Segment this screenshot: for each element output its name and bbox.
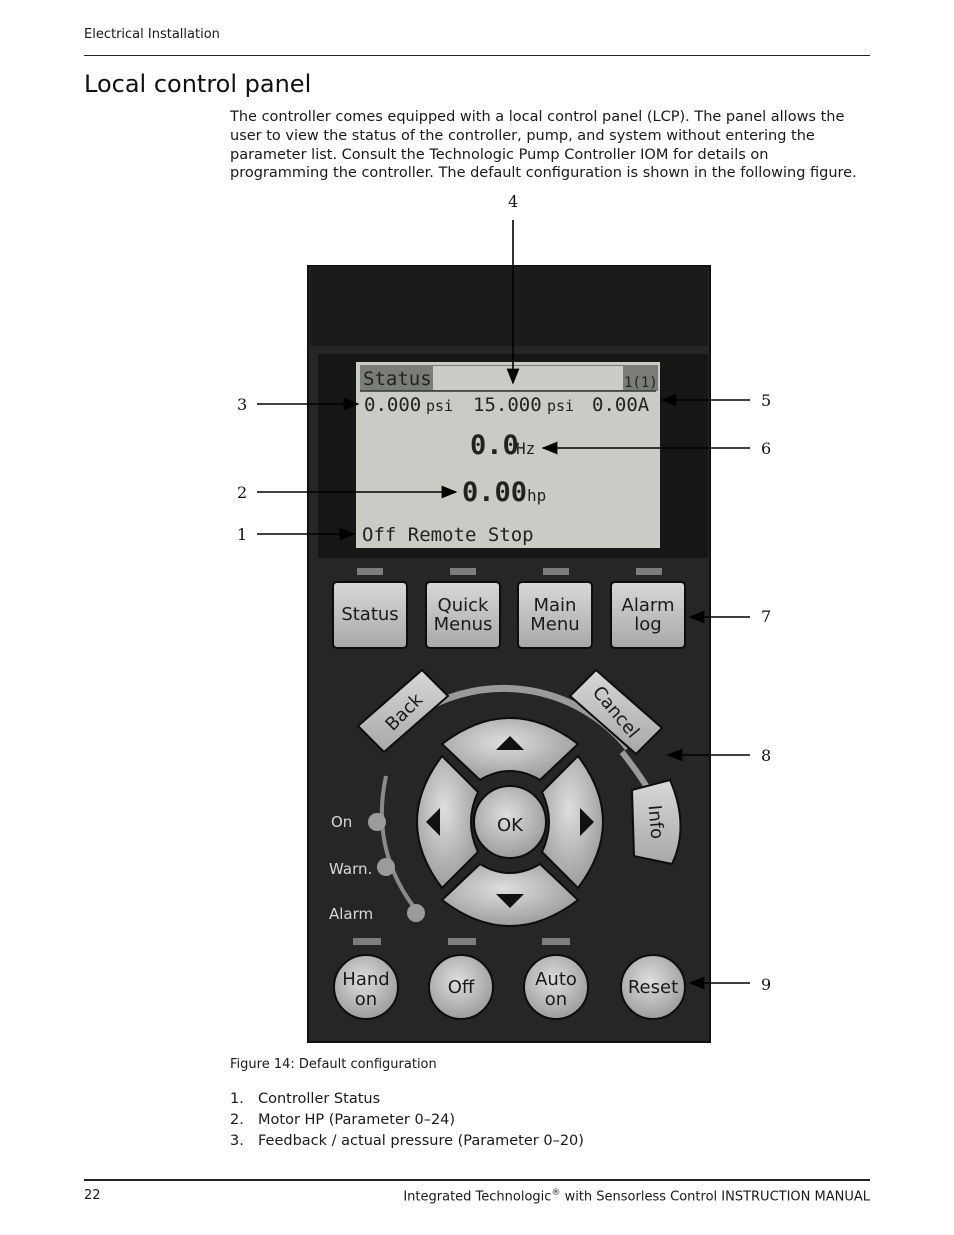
status-key-label: Status	[341, 604, 398, 625]
quick-menus-key-label-2: Menus	[434, 614, 493, 635]
auto-on-key-label-1: Auto	[535, 969, 577, 990]
legend-text: Controller Status	[258, 1091, 380, 1107]
menu-led	[450, 568, 476, 575]
alarm-light-label: Alarm	[329, 905, 373, 923]
lcd-frequency-unit: Hz	[516, 439, 535, 458]
menu-led	[543, 568, 569, 575]
main-menu-key-label-2: Menu	[530, 614, 579, 635]
off-key[interactable]: Off	[429, 955, 493, 1019]
footer-rule	[84, 1179, 870, 1181]
legend-item: 2. Motor HP (Parameter 0–24)	[230, 1110, 584, 1131]
off-led	[448, 938, 476, 945]
legend-text: Feedback / actual pressure (Parameter 0–…	[258, 1133, 584, 1149]
callout-7: 7	[761, 607, 771, 626]
off-key-label: Off	[448, 977, 475, 998]
hand-led	[353, 938, 381, 945]
callout-6: 6	[761, 439, 771, 458]
auto-on-key-label-2: on	[545, 989, 567, 1010]
lcp-figure: Status 1(1) 0.000 psi 15.000 psi 0.00A 0…	[228, 185, 788, 1050]
legend-item: 1. Controller Status	[230, 1089, 584, 1110]
menu-led	[357, 568, 383, 575]
legend-number: 2.	[230, 1110, 244, 1131]
running-header: Electrical Installation	[84, 27, 220, 42]
lcd-frequency-value: 0.0	[470, 430, 519, 461]
lcd-title-highlight	[433, 366, 623, 390]
header-rule	[84, 55, 870, 56]
callout-9: 9	[761, 975, 771, 994]
section-title: Local control panel	[84, 70, 311, 98]
lcd-setpoint-value: 15.000	[473, 394, 542, 416]
hand-on-key[interactable]: Hand on	[334, 955, 398, 1019]
lcd-title: Status	[363, 368, 432, 390]
legend-item: 3. Feedback / actual pressure (Parameter…	[230, 1131, 584, 1152]
lcd-status-line: Off Remote Stop	[362, 524, 534, 546]
reset-key-label: Reset	[628, 977, 678, 998]
footer-title: Integrated Technologic® with Sensorless …	[403, 1188, 870, 1204]
main-menu-key[interactable]: Main Menu	[518, 582, 592, 648]
footer-title-pre: Integrated Technologic	[403, 1189, 551, 1204]
callout-2: 2	[237, 483, 247, 502]
main-menu-key-label-1: Main	[534, 595, 577, 616]
intro-text: The controller comes equipped with a loc…	[230, 108, 870, 183]
callout-1: 1	[237, 525, 247, 544]
legend-number: 3.	[230, 1131, 244, 1152]
alarm-light	[407, 904, 425, 922]
alarm-log-key[interactable]: Alarm log	[611, 582, 685, 648]
warn-light-label: Warn.	[329, 860, 372, 878]
hand-on-key-label-1: Hand	[342, 969, 389, 990]
hand-on-key-label-2: on	[355, 989, 377, 1010]
callout-5: 5	[761, 391, 771, 410]
callout-3: 3	[237, 395, 247, 414]
intro-paragraph: The controller comes equipped with a loc…	[230, 108, 870, 183]
on-light-label: On	[331, 813, 352, 831]
footer-title-post: with Sensorless Control INSTRUCTION MANU…	[560, 1189, 870, 1204]
lcd-feedback-value: 0.000	[364, 394, 421, 416]
legend-number: 1.	[230, 1089, 244, 1110]
quick-menus-key[interactable]: Quick Menus	[426, 582, 500, 648]
auto-led	[542, 938, 570, 945]
alarm-log-key-label-2: log	[634, 614, 661, 635]
quick-menus-key-label-1: Quick	[438, 595, 489, 616]
reset-key[interactable]: Reset	[621, 955, 685, 1019]
lcd-feedback-unit: psi	[426, 397, 453, 415]
on-light	[368, 813, 386, 831]
info-key[interactable]: Info	[632, 780, 681, 864]
menu-led	[636, 568, 662, 575]
info-key-label: Info	[644, 804, 668, 840]
alarm-log-key-label-1: Alarm	[622, 595, 675, 616]
legend-text: Motor HP (Parameter 0–24)	[258, 1112, 455, 1128]
lcd-current: 0.00A	[592, 394, 650, 416]
page-number: 22	[84, 1188, 101, 1203]
lcd-setup-indicator: 1(1)	[624, 375, 658, 391]
callout-8: 8	[761, 746, 771, 765]
status-key[interactable]: Status	[333, 582, 407, 648]
lcd-setpoint-unit: psi	[547, 397, 574, 415]
lcd-power-unit: hp	[527, 486, 546, 505]
ok-key-label: OK	[497, 815, 524, 836]
lcd-power-value: 0.00	[462, 477, 527, 508]
auto-on-key[interactable]: Auto on	[524, 955, 588, 1019]
warn-light	[377, 858, 395, 876]
ok-key[interactable]: OK	[474, 786, 546, 858]
figure-caption: Figure 14: Default configuration	[230, 1057, 437, 1072]
callout-4: 4	[508, 192, 518, 211]
lcp-top-band	[310, 268, 708, 346]
figure-legend: 1. Controller Status 2. Motor HP (Parame…	[230, 1089, 584, 1152]
